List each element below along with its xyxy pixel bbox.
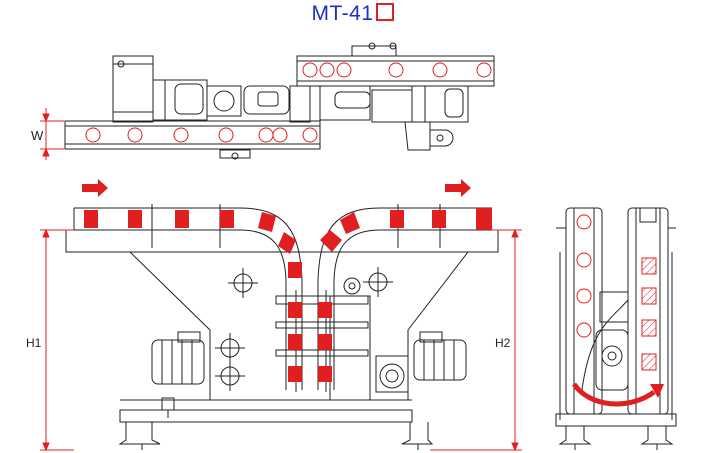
side-view-hatched-slats [641,257,657,371]
top-view-belt-lower [64,120,321,150]
front-view-chain-slats [84,208,492,382]
handwheel-lower-left [215,333,245,363]
w-dimension [40,108,64,160]
h1-label: H1 [26,336,42,350]
rotation-arrow [571,382,664,407]
flow-arrows [82,179,471,197]
drawing-title: MT-41 [0,2,705,26]
h2-label: H2 [495,336,511,350]
top-view-upper-belt-rollers [302,62,492,78]
side-view-rollers [576,214,592,338]
motor-left [151,331,205,385]
top-view-lower-belt-rollers [85,127,318,143]
handwheel-top-left [228,268,258,298]
gearbox [375,355,409,393]
h1-dimension [40,228,74,452]
flow-arrow-left [82,179,108,197]
title-box-glyph [375,3,394,21]
flow-arrow-right [445,179,471,197]
handwheel-bottom-left [215,361,245,391]
side-view [555,207,677,450]
front-base [119,409,413,423]
w-label: W [31,128,44,143]
motor-right [413,331,467,381]
h2-dimension [430,228,522,452]
top-view [64,42,495,160]
handwheel-top-right [363,267,393,297]
title-text: MT-41 [311,2,374,25]
